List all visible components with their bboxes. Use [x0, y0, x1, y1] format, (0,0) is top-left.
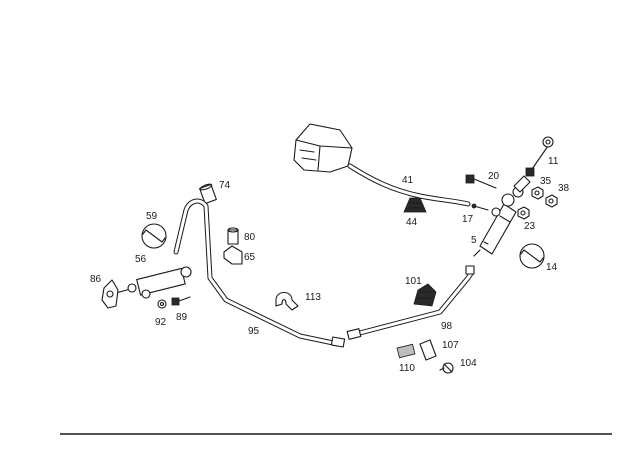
gasket-plate-86	[101, 279, 119, 309]
master-cylinder-5	[473, 175, 531, 257]
grommet-44	[403, 197, 427, 213]
callout-35: 35	[540, 176, 552, 187]
callout-113: 113	[305, 292, 321, 303]
boot-101	[413, 283, 437, 307]
nut-35	[531, 186, 544, 200]
washer-92	[157, 299, 167, 309]
wrench-icon-14	[519, 243, 545, 269]
callout-107: 107	[442, 340, 459, 351]
sleeve-74	[199, 183, 217, 205]
screw-104	[439, 362, 454, 374]
screw-17	[471, 203, 489, 211]
bolt-89	[171, 296, 191, 306]
callout-98: 98	[441, 321, 453, 332]
callout-41: 41	[402, 175, 414, 186]
callout-86: 86	[90, 274, 102, 285]
callout-65: 65	[244, 252, 256, 263]
callout-11: 11	[548, 156, 559, 167]
push-rod-11	[525, 136, 554, 177]
slave-cylinder-56	[111, 266, 192, 299]
nut-38	[545, 194, 558, 208]
callout-95: 95	[248, 326, 260, 337]
callout-80: 80	[244, 232, 256, 243]
callout-5: 5	[471, 235, 477, 246]
callout-56: 56	[135, 254, 147, 265]
callout-38: 38	[558, 183, 570, 194]
callout-104: 104	[460, 358, 477, 369]
callout-17: 17	[462, 214, 474, 225]
callout-110: 110	[399, 363, 415, 374]
callout-14: 14	[546, 262, 558, 273]
clamp-113	[275, 291, 299, 311]
bushing-80	[227, 227, 239, 245]
callout-20: 20	[488, 171, 500, 182]
callout-89: 89	[176, 312, 188, 323]
callout-92: 92	[155, 317, 167, 328]
bracket-107	[419, 339, 437, 361]
callout-74: 74	[219, 180, 231, 191]
bolt-20	[465, 174, 497, 189]
wrench-icon-59	[141, 223, 167, 249]
pipe-98-fitting	[346, 265, 475, 340]
clip-65	[223, 245, 243, 265]
callout-23: 23	[524, 221, 536, 232]
fluid-reservoir	[293, 123, 353, 173]
callout-44: 44	[406, 217, 418, 228]
pipe-95	[173, 198, 341, 347]
sleeve-110	[396, 343, 416, 359]
pipe-95-fitting	[330, 336, 346, 348]
callout-59: 59	[146, 211, 158, 222]
nut-23	[517, 206, 530, 220]
callout-101: 101	[405, 276, 422, 287]
